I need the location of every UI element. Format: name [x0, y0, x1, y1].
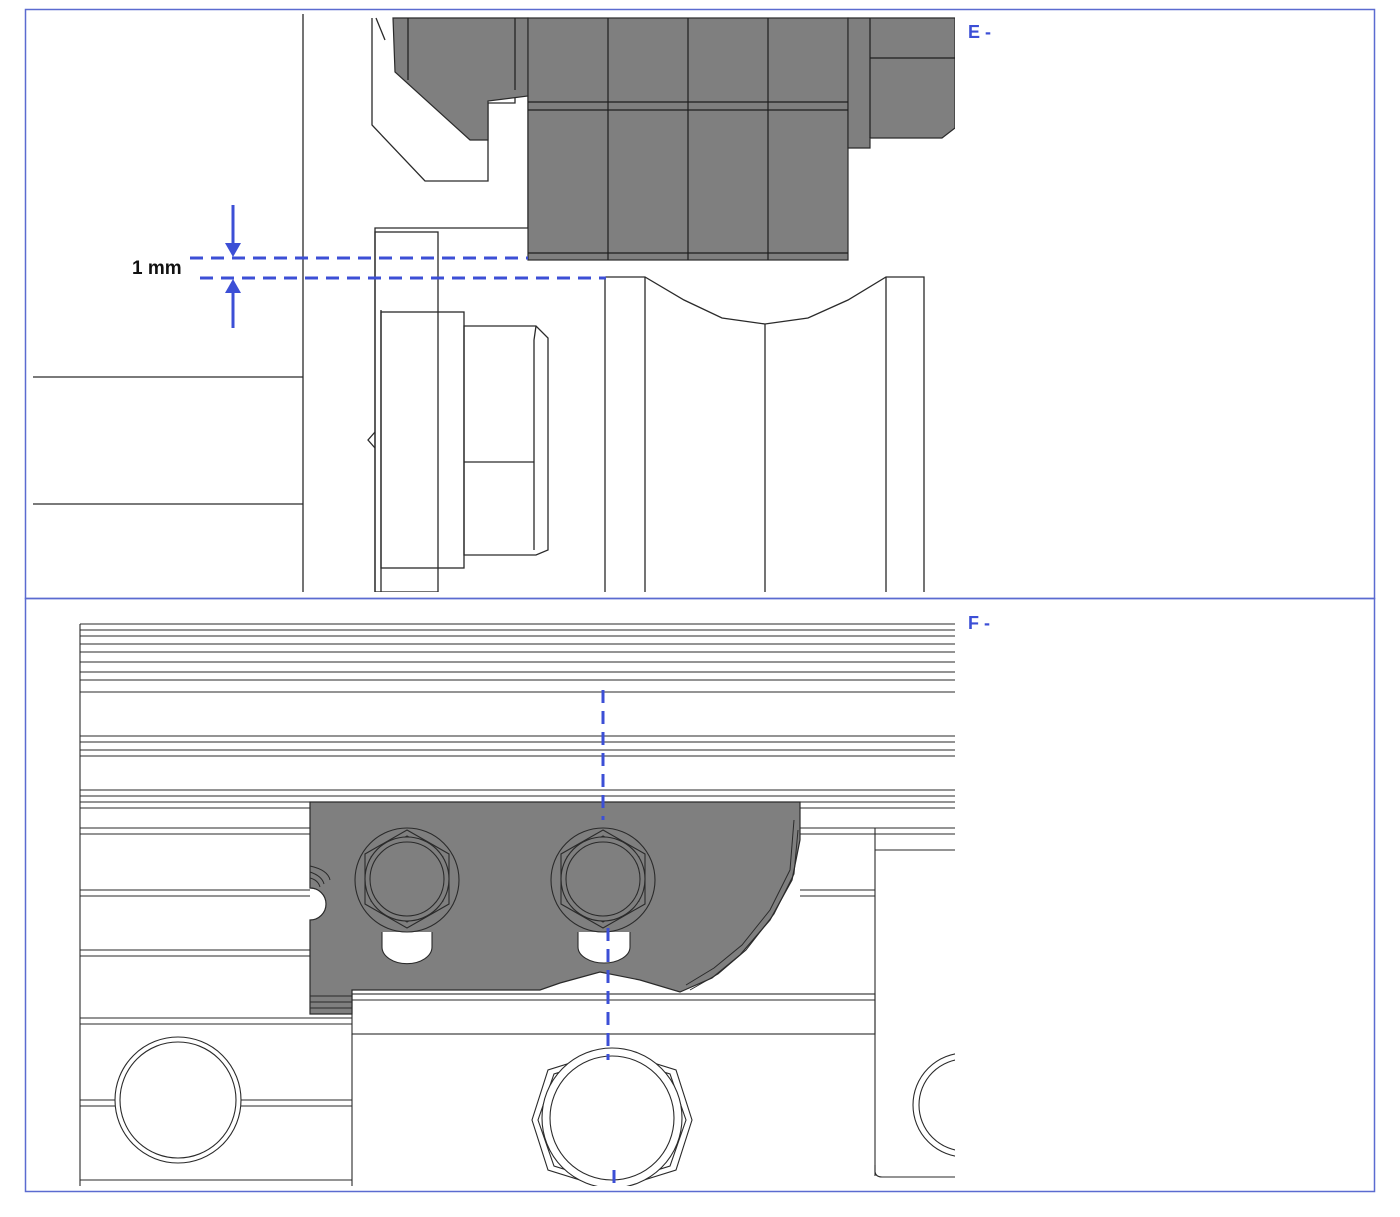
panel-f-drawing	[79, 623, 955, 1186]
bolt-lower-center	[531, 1047, 693, 1186]
panel-frames	[24, 8, 1376, 1193]
round-hole-right	[912, 1053, 955, 1157]
panel-e-label: E -	[968, 22, 992, 42]
round-hole-left	[114, 1036, 242, 1164]
panel-e-drawing	[33, 14, 955, 592]
centerline	[601, 690, 616, 1192]
dimension-arrows	[225, 243, 241, 293]
dimension-annotation	[190, 205, 606, 328]
bolt-left	[354, 827, 460, 965]
dimension-label: 1 mm	[132, 258, 182, 279]
clamp-block	[392, 17, 955, 261]
panel-f-label: F -	[968, 613, 990, 633]
bolt-right	[550, 827, 656, 964]
